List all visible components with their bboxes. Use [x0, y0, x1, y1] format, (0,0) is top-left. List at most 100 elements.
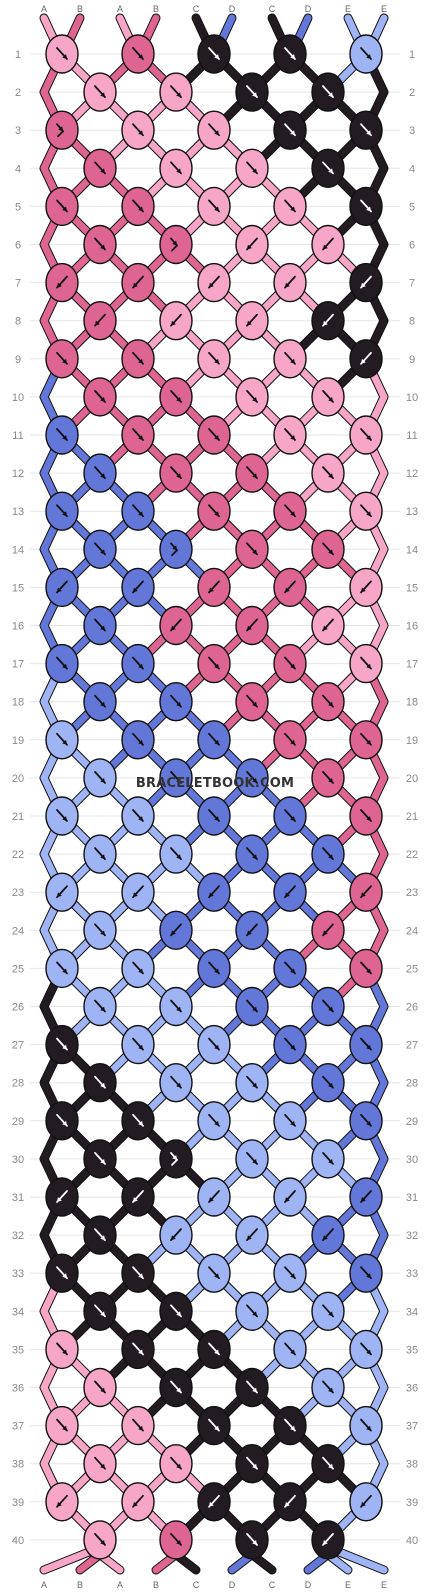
knot — [235, 1520, 269, 1560]
knot-arrow-icon — [214, 1349, 219, 1355]
knot — [197, 948, 231, 989]
knot-arrow-return — [171, 244, 178, 252]
knot-arrow-icon — [138, 206, 143, 212]
row-number-right: 36 — [406, 1383, 418, 1395]
knot — [349, 643, 383, 684]
knot — [197, 872, 231, 912]
knot-arrow-icon — [366, 663, 371, 669]
knot-arrow-icon — [285, 1197, 290, 1202]
knot-arrow-icon — [361, 282, 366, 288]
knot — [349, 872, 383, 912]
row-number-right: 7 — [409, 278, 415, 290]
knot-arrow-icon — [361, 587, 366, 593]
knot — [311, 1062, 345, 1103]
knot-arrow-icon — [214, 54, 219, 59]
knot-arrow-icon — [133, 1197, 138, 1202]
knot — [197, 567, 231, 608]
knot-arrow-icon — [285, 892, 290, 898]
knot — [349, 186, 383, 227]
row-number-left: 32 — [12, 1230, 24, 1242]
knot — [159, 224, 193, 265]
knot — [121, 339, 155, 379]
row-number-right: 19 — [406, 735, 418, 747]
knot-arrow-icon — [252, 396, 257, 402]
bottom-strand-label: A — [117, 1580, 123, 1590]
row-number-left: 17 — [12, 659, 24, 671]
knot — [83, 148, 117, 189]
knot — [311, 605, 345, 646]
row-number-left: 1 — [15, 49, 21, 61]
knot-arrow-icon — [366, 511, 371, 517]
knot — [121, 1101, 155, 1141]
knot — [45, 262, 79, 303]
knot — [159, 910, 193, 950]
row-number-right: 34 — [406, 1306, 418, 1318]
knot-arrow-icon — [100, 701, 105, 707]
knot — [197, 796, 231, 836]
knot — [235, 1367, 269, 1408]
knot — [197, 34, 231, 74]
knot-arrow-icon — [247, 1235, 252, 1241]
knot — [159, 72, 193, 112]
knot — [45, 567, 79, 608]
knot — [235, 682, 269, 722]
knot-arrow-icon — [290, 511, 295, 517]
knot-arrow-icon — [62, 1120, 67, 1126]
bottom-strand-label: C — [269, 1580, 276, 1590]
row-number-right: 28 — [406, 1078, 418, 1090]
knot-arrow-icon — [209, 1197, 214, 1202]
knot — [235, 1215, 269, 1255]
knot — [121, 948, 155, 989]
knot-arrow-icon — [100, 1539, 105, 1545]
knot — [121, 1329, 155, 1370]
knot-arrow-icon — [252, 1463, 257, 1469]
knot-arrow-icon — [290, 663, 295, 669]
knot — [83, 1139, 117, 1179]
knot-arrow-icon — [138, 739, 143, 745]
knot — [197, 491, 231, 531]
knot-arrow-icon — [138, 816, 143, 821]
row-number-right: 30 — [406, 1154, 418, 1166]
knot-arrow-icon — [176, 92, 181, 98]
row-number-right: 1 — [409, 49, 415, 61]
knot-arrow-icon — [172, 240, 177, 246]
knot — [121, 415, 155, 455]
knot — [197, 1177, 231, 1217]
knot-arrow-icon — [290, 206, 295, 212]
knot-arrow-icon — [100, 930, 105, 936]
knot-arrow-icon — [323, 244, 328, 250]
knot-arrow-icon — [328, 549, 333, 555]
knot — [197, 110, 231, 150]
knot — [121, 186, 155, 227]
row-number-left: 19 — [12, 735, 24, 747]
knot-arrow-icon — [138, 663, 143, 669]
knot — [83, 453, 117, 493]
row-number-left: 33 — [12, 1268, 24, 1280]
knot — [45, 110, 79, 150]
knot — [311, 453, 345, 493]
knot-arrow-icon — [290, 968, 295, 974]
knot-arrow-icon — [176, 1082, 181, 1088]
knot-arrow-icon — [62, 663, 67, 669]
knot-arrow-icon — [252, 1082, 257, 1088]
knot-arrow-icon — [323, 625, 328, 631]
knot-arrow-icon — [100, 1158, 105, 1164]
bottom-strand — [330, 1546, 388, 1574]
top-strand-label: B — [153, 4, 159, 14]
knot-arrow-icon — [214, 130, 219, 136]
knot-arrow-icon — [285, 282, 290, 288]
knot — [273, 186, 307, 227]
knot — [311, 1291, 345, 1332]
knot — [45, 1329, 79, 1370]
top-strand-label: A — [41, 4, 47, 14]
row-number-left: 34 — [12, 1306, 24, 1318]
row-number-left: 29 — [12, 1116, 24, 1128]
row-number-right: 5 — [409, 201, 415, 213]
knot — [235, 529, 269, 569]
knot-arrow-icon — [62, 968, 67, 974]
row-number-left: 16 — [12, 621, 24, 633]
knot — [311, 682, 345, 722]
knot-arrow-icon — [290, 130, 295, 136]
knot — [45, 1101, 79, 1141]
knot-arrow-icon — [138, 968, 143, 974]
